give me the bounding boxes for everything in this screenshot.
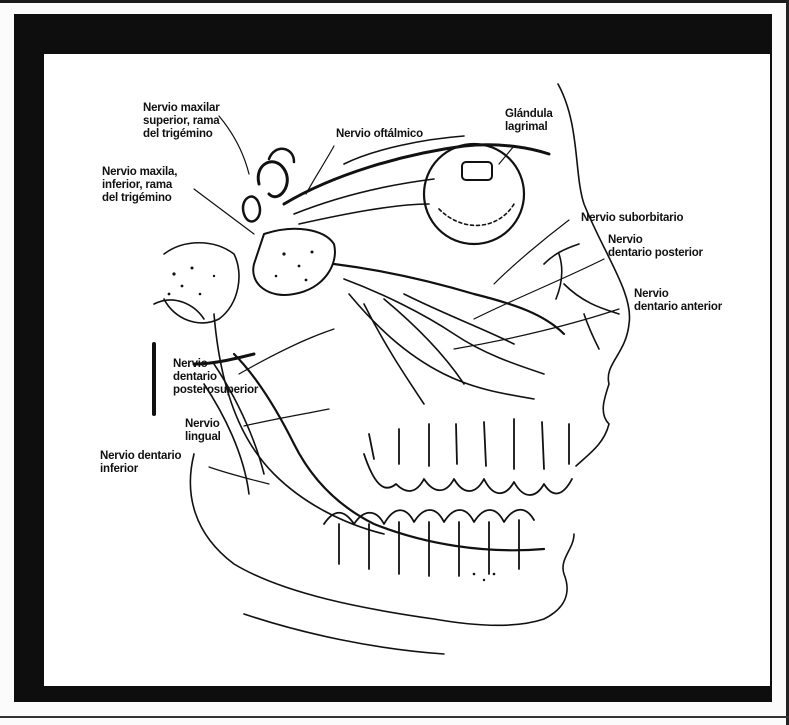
mandible-ramus — [214, 314, 384, 534]
eyeball — [424, 144, 524, 244]
neck-line — [244, 614, 444, 654]
label-nervio-suborbitario: Nervio suborbitario — [581, 212, 683, 225]
scan-edge-bottom — [0, 716, 789, 718]
jaw-outline — [190, 454, 574, 625]
label-glandula-lagrimal: Glándula lagrimal — [505, 108, 553, 134]
label-nervio-oftalmico: Nervio oftálmico — [336, 128, 423, 141]
lacrimal-gland — [462, 162, 492, 180]
head-nerve-illustration — [44, 54, 770, 686]
label-nervio-dentario-posterosuperior: Nervio dentario posterosuperior — [173, 358, 258, 397]
label-nervio-dentario-inferior: Nervio dentario inferior — [100, 450, 181, 476]
label-nervio-maxilar-superior: Nervio maxilar superior, rama del trigém… — [143, 102, 219, 141]
label-nervio-lingual: Nervio lingual — [185, 418, 221, 444]
scan-edge-top — [0, 0, 789, 3]
shading-dots — [168, 251, 496, 582]
upper-teeth — [364, 419, 572, 495]
black-frame: Nervio maxilar superior, rama del trigém… — [14, 14, 772, 702]
label-nervio-dentario-posterior: Nervio dentario posterior — [608, 234, 703, 260]
label-nervio-dentario-anterior: Nervio dentario anterior — [634, 288, 722, 314]
lower-teeth — [324, 510, 534, 576]
eyeball-inner-arc — [439, 204, 514, 225]
illustration-panel: Nervio maxilar superior, rama del trigém… — [44, 54, 770, 686]
label-nervio-maxila-inferior: Nervio maxila, inferior, rama del trigém… — [102, 166, 177, 205]
